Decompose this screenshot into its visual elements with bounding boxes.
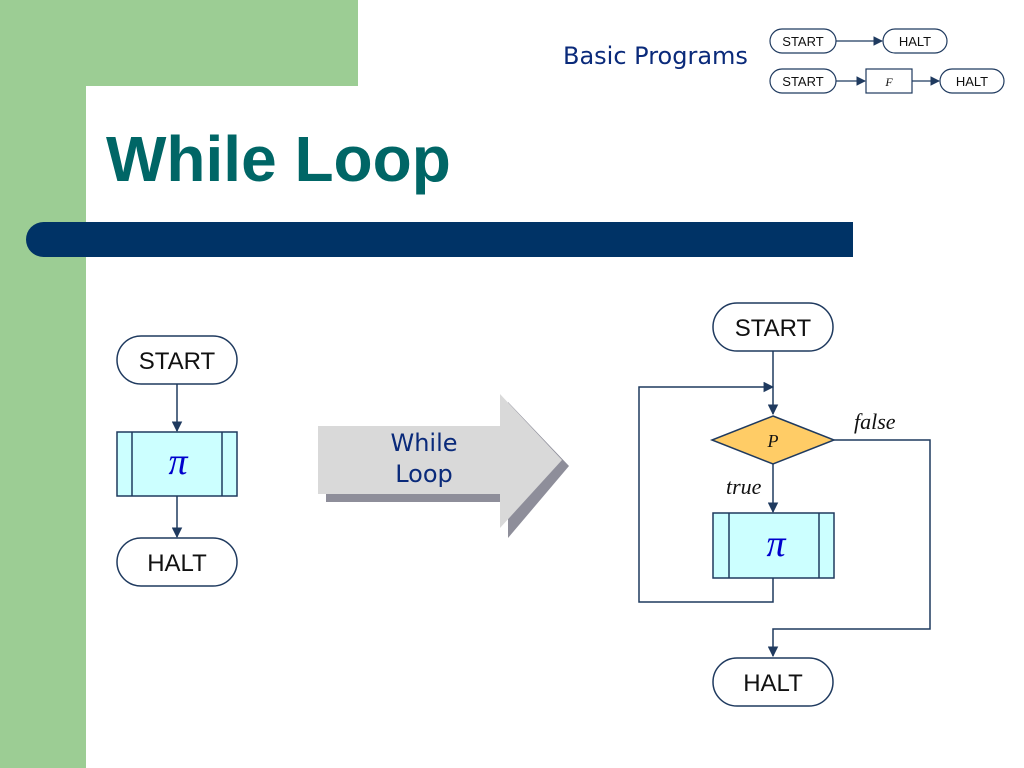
slide-title: While Loop — [106, 123, 451, 195]
legend-halt-terminal — [939, 68, 1005, 94]
legend-row-2: START F HALT — [769, 68, 1005, 94]
false-label: false — [854, 409, 896, 434]
false-branch-arrow — [767, 439, 931, 658]
arrow-body — [318, 394, 562, 528]
right-flowchart: START P false true π HALT — [638, 302, 931, 707]
legend-start-label: START — [782, 34, 823, 49]
process-label: π — [766, 523, 786, 565]
transform-arrow-label: While Loop — [360, 428, 488, 490]
legend-start-label: START — [782, 74, 823, 89]
halt-terminal — [712, 657, 834, 707]
left-flowchart: START π HALT — [116, 335, 238, 587]
legend-halt-label: HALT — [956, 74, 988, 89]
title-rule — [26, 222, 853, 257]
transform-arrow — [318, 394, 569, 538]
transform-arrow-line-2: Loop — [395, 460, 453, 488]
true-label: true — [726, 474, 762, 499]
halt-label: HALT — [743, 670, 803, 697]
legend-row-1: START HALT — [769, 28, 948, 54]
transform-arrow-line-1: While — [390, 429, 458, 457]
section-subtitle: Basic Programs — [563, 42, 748, 70]
loop-back-arrow — [638, 381, 775, 603]
decision-label: P — [767, 431, 779, 451]
process-label: π — [168, 441, 188, 483]
halt-terminal — [116, 537, 238, 587]
legend-halt-terminal — [882, 28, 948, 54]
halt-label: HALT — [147, 550, 207, 577]
start-label: START — [735, 315, 812, 342]
process-box — [712, 512, 835, 579]
sidebar-decoration — [0, 0, 86, 768]
start-label: START — [139, 348, 216, 375]
legend-halt-label: HALT — [899, 34, 931, 49]
top-left-decoration — [0, 0, 358, 86]
process-box — [116, 431, 238, 497]
legend-function-label: F — [884, 75, 893, 89]
